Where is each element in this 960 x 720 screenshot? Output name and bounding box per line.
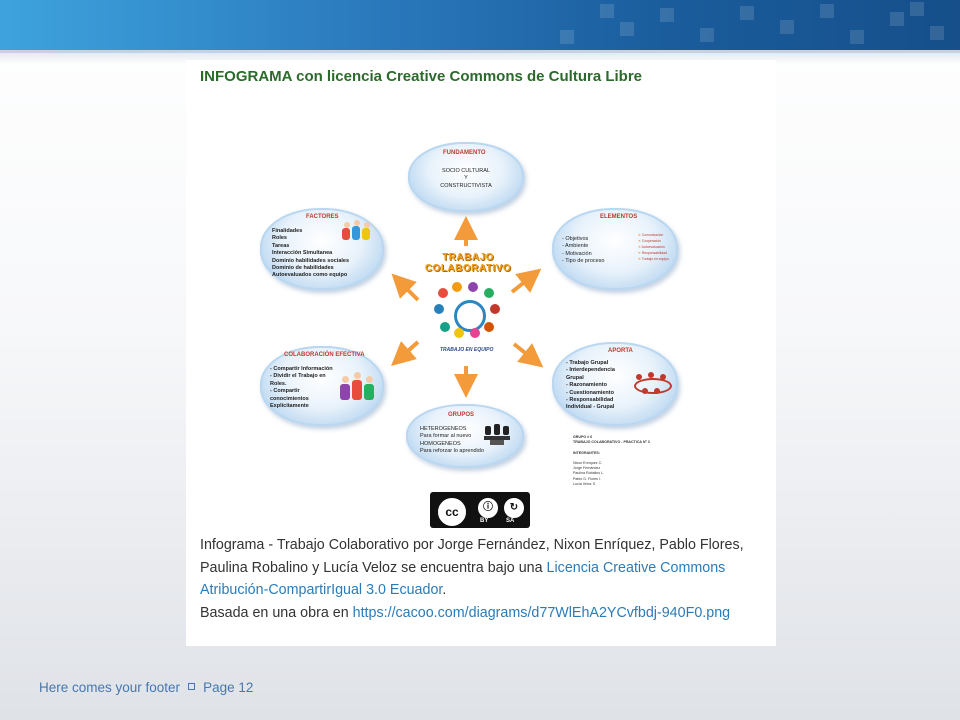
arrow-down-left	[391, 340, 420, 366]
colaboracion-people-image	[340, 370, 376, 404]
page-number: Page 12	[203, 680, 254, 695]
infographic-panel: INFOGRAMA con licencia Creative Commons …	[186, 60, 776, 646]
diagram-arrows	[391, 216, 544, 398]
colaboracion-title: COLABORACIÓN EFECTIVA	[284, 352, 365, 358]
cc-license-badge[interactable]: cc ⓘ ↻ BY SA	[430, 492, 530, 528]
footer-text: Here comes your footer	[39, 680, 181, 695]
header-divider	[0, 50, 960, 53]
arrow-up-left	[391, 273, 420, 302]
slide-footer: Here comes your footer Page 12	[39, 680, 253, 695]
cc-icon: cc	[436, 496, 468, 528]
colaboracion-text: - Compartir Información- Dividir el Trab…	[270, 366, 333, 410]
grupos-title: GRUPOS	[448, 412, 475, 418]
cloud-colaboracion-efectiva: COLABORACIÓN EFECTIVA - Compartir Inform…	[260, 334, 384, 426]
fundamento-title: FUNDAMENTO	[443, 150, 486, 156]
cloud-aporta: APORTA - Trabajo Grupal- Interdependenci…	[552, 330, 678, 426]
source-link[interactable]: https://cacoo.com/diagrams/d77WlEhA2YCvf…	[352, 604, 731, 621]
badge-sa-label: SA	[506, 518, 515, 524]
arrow-up-right	[510, 268, 542, 294]
elementos-title: ELEMENTOS	[600, 214, 638, 220]
group-info: GRUPO # 6 TRABAJO COLABORATIVO - PRACTIC…	[573, 435, 650, 486]
header-bar	[0, 0, 960, 50]
center-caption: TRABAJO EN EQUIPO	[440, 347, 494, 353]
elementos-text: - Objetivos- Ambiente - Motivación- Tipo…	[562, 236, 605, 265]
arrow-down-right	[512, 342, 544, 368]
center-team-image	[432, 282, 502, 342]
grupos-meeting-image	[482, 424, 512, 446]
aporta-title: APORTA	[608, 348, 633, 354]
factores-people-image	[340, 218, 376, 244]
aporta-text: - Trabajo Grupal- Interdependencia Grupa…	[566, 360, 615, 411]
aporta-team-image	[632, 372, 672, 396]
share-alike-icon: ↻	[502, 496, 526, 520]
badge-by-label: BY	[480, 518, 489, 524]
factores-title: FACTORES	[306, 214, 339, 220]
infographic-title: INFOGRAMA con licencia Creative Commons …	[200, 68, 643, 85]
footer-separator-icon	[188, 683, 196, 690]
license-caption: Infograma - Trabajo Colaborativo por Jor…	[200, 537, 744, 621]
elementos-checklist: ✕ Comunicación ✕ Cooperación ✕ Autoevalu…	[638, 233, 669, 261]
license-link[interactable]: Licencia Creative Commons Atribución-Com…	[200, 559, 726, 599]
attribution-icon: ⓘ	[476, 496, 500, 520]
